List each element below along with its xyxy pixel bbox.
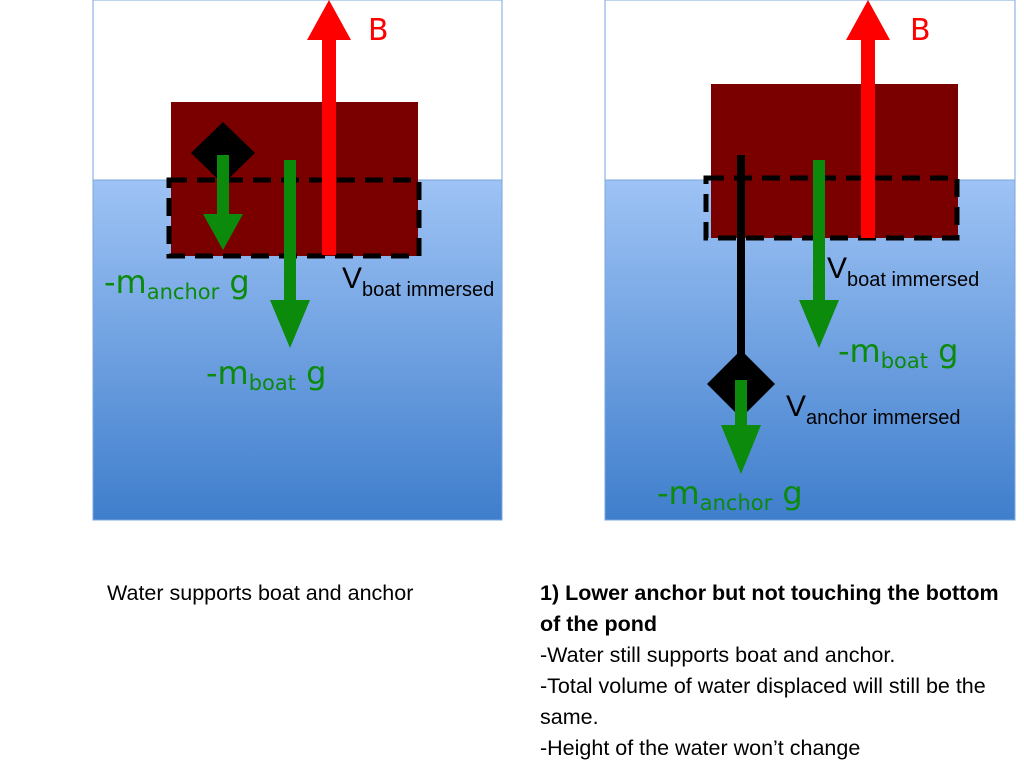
right-anchor-volume-label: Vanchor immersed xyxy=(786,390,961,429)
right-anchor-weight-arrow xyxy=(721,380,761,474)
right-anchor-rope xyxy=(737,155,745,381)
right-caption-line: -Water still supports boat and anchor. xyxy=(540,643,896,667)
right-boat xyxy=(711,84,958,238)
left-boat-weight-arrow xyxy=(270,160,310,348)
left-caption: Water supports boat and anchor xyxy=(107,581,414,605)
right-caption-title: 1) Lower anchor but not touching the bot… xyxy=(540,581,999,636)
right-anchor-weight-label: -manchor g xyxy=(657,474,803,515)
right-boat-weight-label: -mboat g xyxy=(838,332,958,373)
right-buoyancy-arrow xyxy=(846,0,890,238)
left-buoyancy-label: B xyxy=(368,13,389,48)
right-caption-line: -Total volume of water displaced will st… xyxy=(540,674,986,729)
right-boat-volume-label: Vboat immersed xyxy=(827,252,979,291)
right-buoyancy-label: B xyxy=(910,13,931,48)
left-boat-weight-label: -mboat g xyxy=(206,354,326,395)
left-anchor-weight-arrow xyxy=(203,155,243,250)
left-anchor xyxy=(191,122,255,184)
right-caption: 1) Lower anchor but not touching the bot… xyxy=(540,578,1010,764)
left-anchor-weight-label: -manchor g xyxy=(104,263,250,304)
right-panel: B Vboat immersed -mboat g Vanchor immers… xyxy=(604,0,1016,521)
buoyancy-diagram: B -manchor g -mboat g Vboat immersed xyxy=(92,0,1016,521)
right-boat-weight-arrow xyxy=(799,160,839,348)
right-immersed-volume-outline xyxy=(703,175,960,241)
left-boat-volume-label: Vboat immersed xyxy=(342,262,494,301)
left-buoyancy-arrow xyxy=(307,0,351,255)
left-panel: B -manchor g -mboat g Vboat immersed xyxy=(92,0,503,521)
right-caption-line: -Height of the water won’t change xyxy=(540,736,861,760)
